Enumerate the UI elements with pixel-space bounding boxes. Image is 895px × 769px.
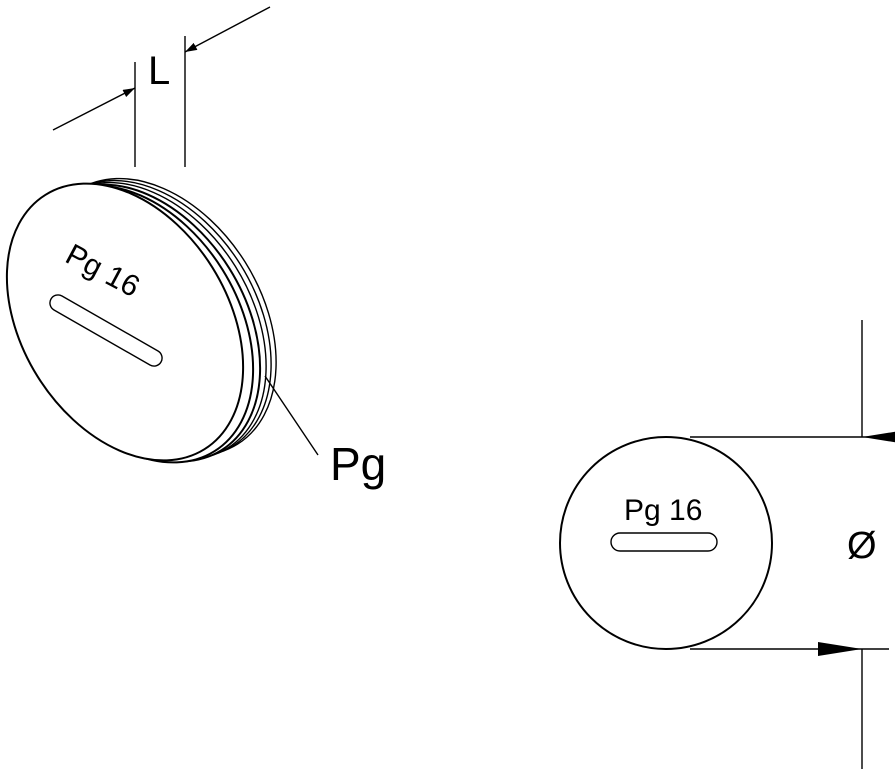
length-label: L [148,49,170,93]
cap-front-view: Pg 16 [559,436,773,650]
slot-front [610,532,718,552]
length-dimension: L [52,6,271,167]
cap-isometric-view: Pg 16 [5,177,277,464]
thread-callout: Pg [264,375,386,490]
cap-marking-front: Pg 16 [624,494,702,527]
cap-front-face [5,182,245,462]
thread-label: Pg [330,438,386,490]
diameter-symbol: Ø [847,525,877,567]
diameter-dimension: Ø [690,320,895,769]
slot-isometric [49,294,163,367]
